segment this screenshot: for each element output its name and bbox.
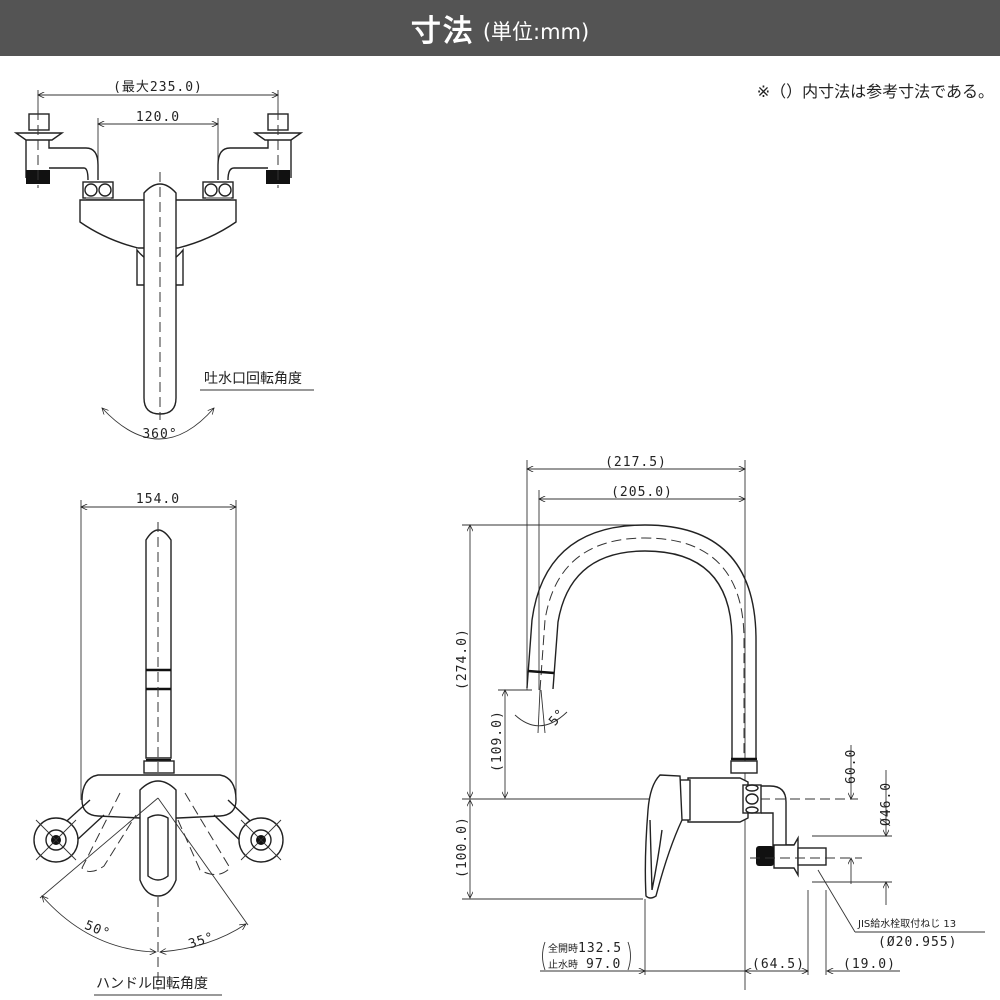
dim-reach: (205.0) — [611, 485, 673, 500]
header-bar: 寸法 (単位:mm) — [0, 0, 1000, 56]
page-title: 寸法 — [410, 14, 475, 49]
dim-handle-closed-label: 止水時 — [548, 959, 578, 971]
dim-center-120: 120.0 — [136, 110, 180, 125]
thread-size: (Ø20.955) — [878, 935, 957, 950]
supply-fitting-left — [28, 113, 50, 131]
dim-handle-full-open: 132.5 — [578, 941, 622, 956]
spout-center-line — [539, 537, 745, 760]
front-view: 154.0 — [33, 492, 284, 996]
dim-body-height: (100.0) — [455, 816, 470, 878]
dim-diameter: Ø46.0 — [879, 782, 894, 826]
dim-offset: 60.0 — [844, 749, 859, 784]
rotation-arc-360 — [102, 408, 214, 440]
spout-inner — [552, 550, 733, 758]
dim-handle-closed: 97.0 — [586, 957, 621, 972]
eccentric-fitting-right — [238, 817, 284, 863]
spout-rotation-label: 吐水口回転角度 — [204, 371, 302, 387]
angle-arc-5 — [514, 711, 568, 727]
dim-height: (274.0) — [455, 628, 470, 690]
union-left — [82, 181, 114, 200]
angle-arc-35 — [160, 924, 246, 952]
flange-left — [13, 132, 65, 141]
dim-fitting: (19.0) — [843, 957, 896, 972]
handle-side — [644, 774, 683, 899]
unit-label: (単位:mm) — [482, 20, 590, 44]
reference-note: ※（）内寸法は参考寸法である。 — [756, 82, 994, 101]
handle-side-detail — [649, 819, 663, 891]
spout-tilt-axis — [540, 689, 546, 734]
side-view: (217.5) (205.0) (274.0) (109.0) (100.0) … — [455, 455, 985, 990]
dim-spout-height: (109.0) — [490, 710, 505, 772]
dim-handle-full-open-label: 全開時 — [548, 942, 578, 955]
spout-nut — [730, 760, 758, 774]
spout-outer — [526, 524, 757, 758]
handle-grip — [147, 814, 169, 881]
dim-width-154: 154.0 — [136, 492, 180, 507]
spout-rotation-angle: 360° — [142, 427, 177, 442]
thread-label: JIS給水栓取付ねじ 13 — [857, 917, 956, 930]
handle-right-angle: 35° — [187, 930, 217, 952]
union-right — [202, 181, 234, 200]
handle-front — [139, 780, 177, 897]
paren-bracket — [542, 941, 631, 971]
dim-depth: (64.5) — [752, 957, 805, 972]
spout-nut — [143, 760, 175, 774]
top-view: (最大235.0) 120.0 — [13, 80, 314, 442]
angle-line-left — [39, 797, 159, 899]
dim-overall-235: (最大235.0) — [113, 80, 203, 95]
supply-elbow — [761, 785, 794, 848]
handle-rotation-label: ハンドル回転角度 — [96, 976, 208, 992]
handle-ghost-left — [81, 792, 137, 872]
angle-arc-50 — [42, 896, 156, 952]
leader-line — [817, 869, 856, 933]
dim-spout-angle: 5° — [546, 706, 569, 729]
elbow-right — [217, 140, 292, 181]
supply-flange — [773, 835, 799, 878]
faucet-body-side — [687, 777, 749, 823]
supply-thread — [797, 847, 827, 866]
union-side — [742, 784, 762, 814]
supply-nut — [756, 846, 774, 866]
dim-reach-max: (217.5) — [605, 455, 667, 470]
angle-line-right — [157, 797, 249, 926]
eccentric-fitting-left — [33, 817, 79, 863]
spout-axis — [537, 689, 541, 734]
